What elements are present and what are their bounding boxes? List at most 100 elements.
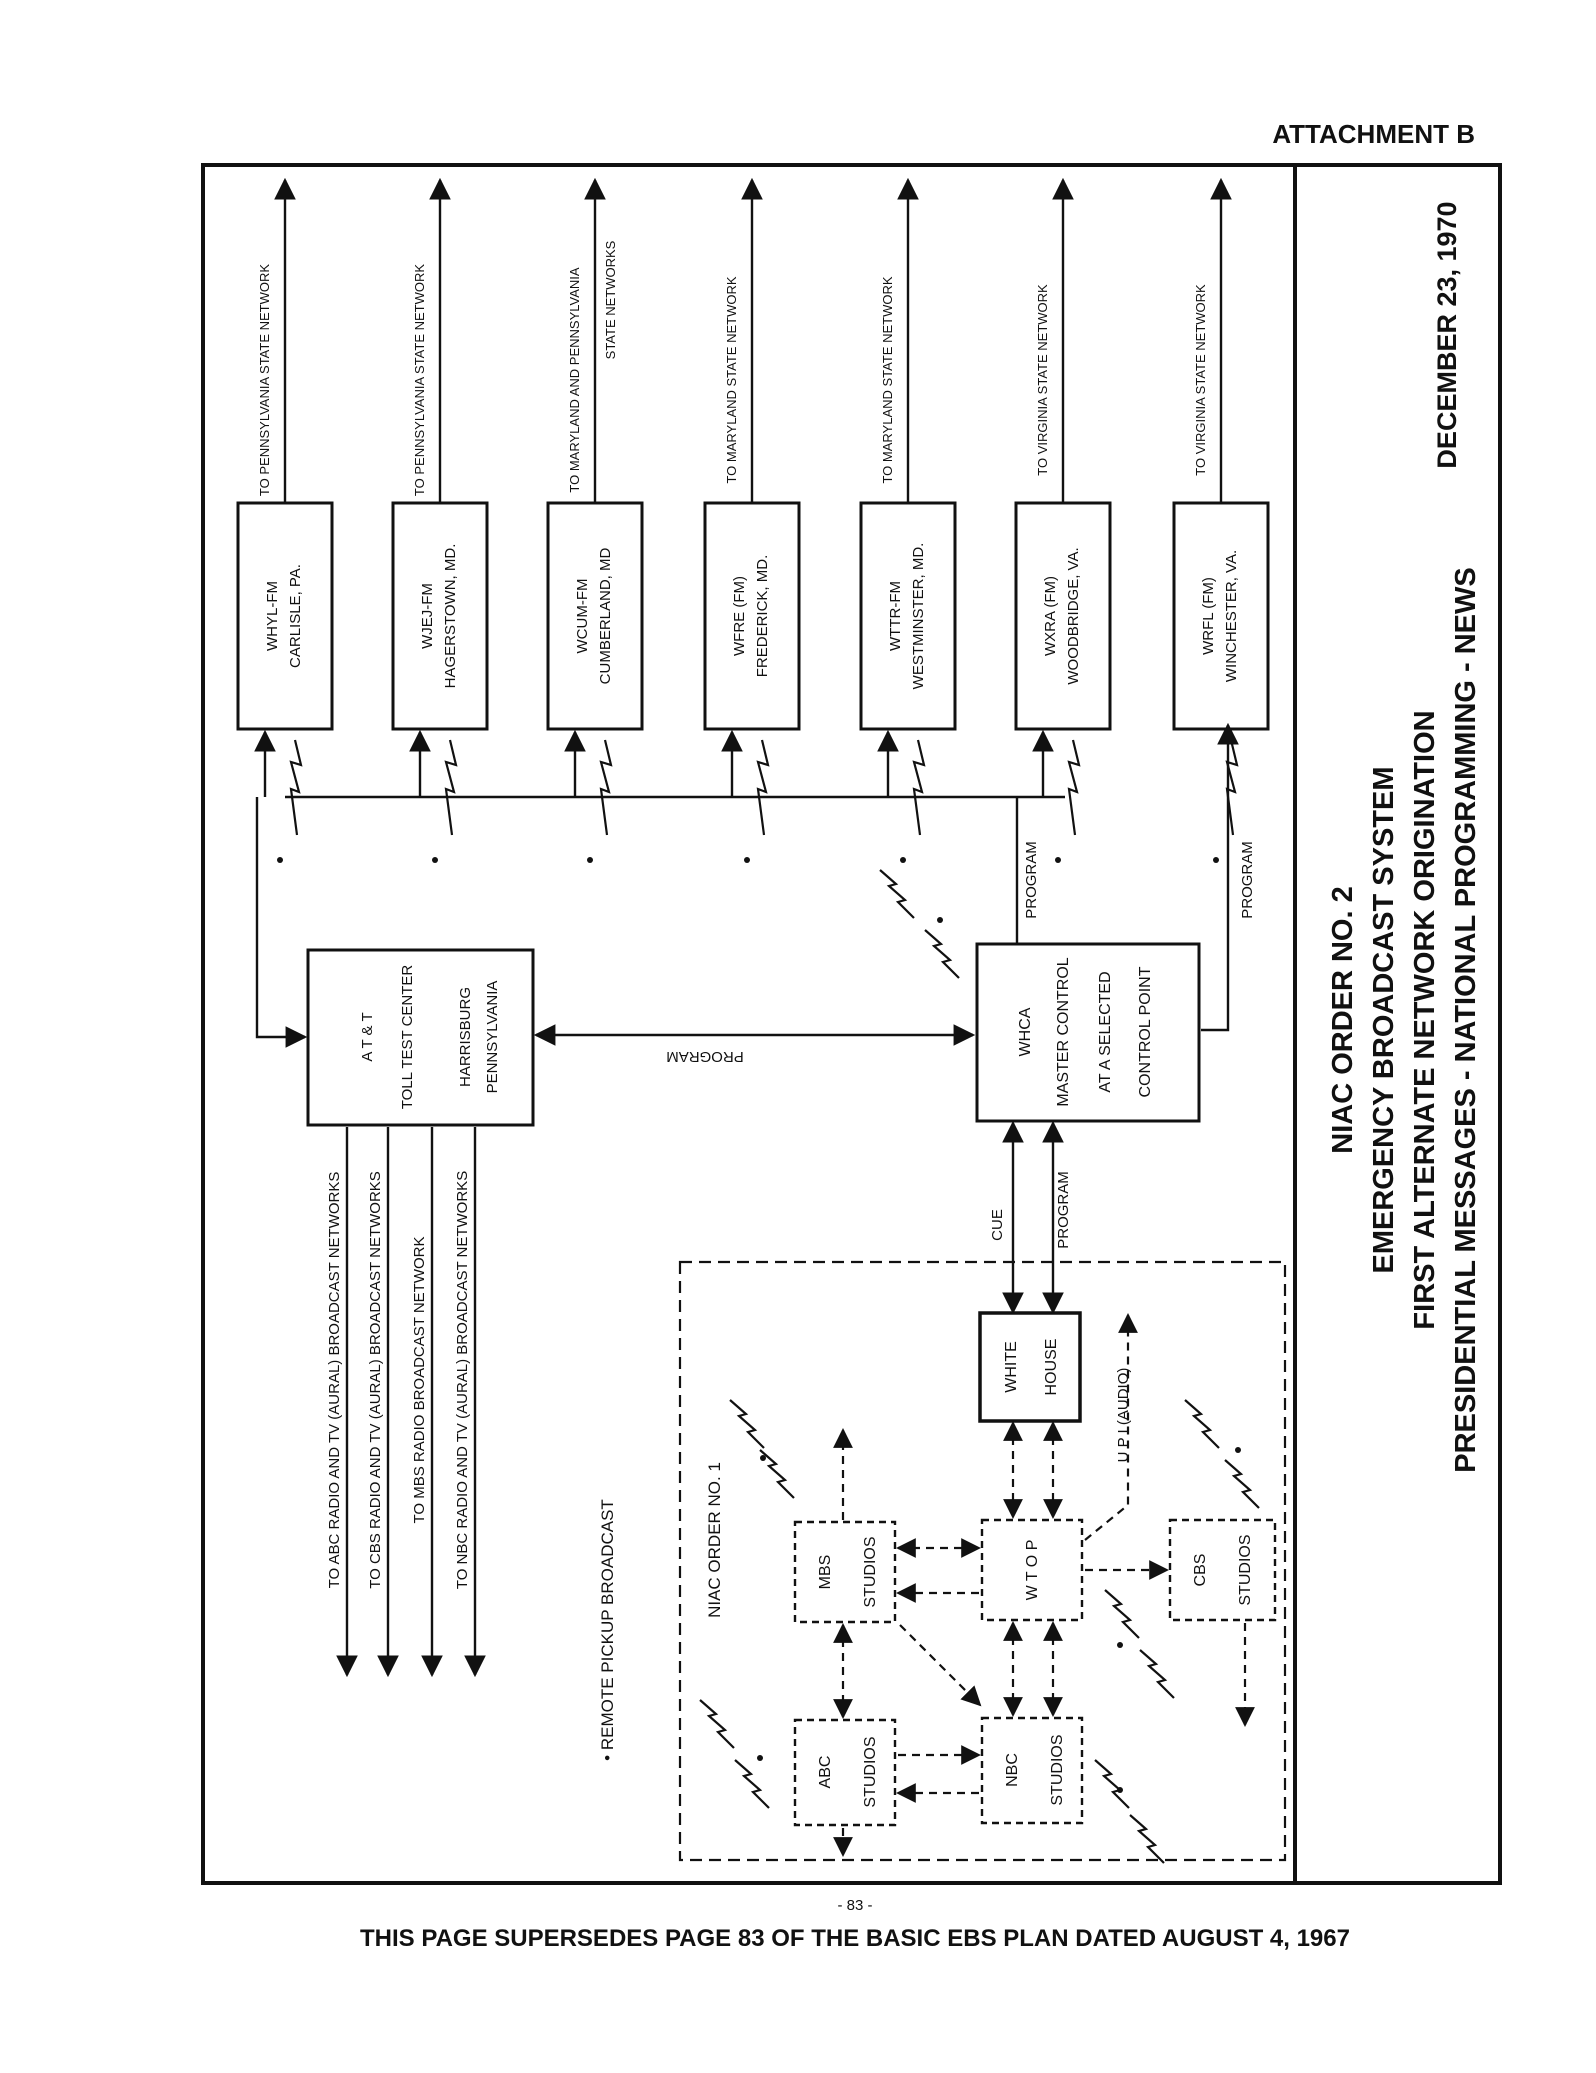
cue-label: CUE bbox=[989, 1209, 1006, 1241]
program-label-wrfl: PROGRAM bbox=[1239, 841, 1256, 919]
remote-pickup-bolt bbox=[444, 739, 458, 836]
white-house-line1: WHITE bbox=[1003, 1341, 1020, 1393]
station-network-label: TO PENNSYLVANIA STATE NETWORK bbox=[412, 264, 427, 496]
niac1-links bbox=[833, 1313, 1255, 1857]
outbound-network-2: TO CBS RADIO AND TV (AURAL) BROADCAST NE… bbox=[367, 1127, 399, 1678]
mbs-studios-box: MBS STUDIOS bbox=[793, 1520, 897, 1624]
station-box bbox=[1172, 501, 1270, 731]
outbound-network-3: TO MBS RADIO BROADCAST NETWORK bbox=[411, 1127, 443, 1678]
remote-pickup-bolt bbox=[289, 739, 303, 836]
remote-pickup-dot bbox=[744, 857, 750, 863]
whca-line3: AT A SELECTED bbox=[1097, 971, 1114, 1092]
station-location: WINCHESTER, VA. bbox=[1223, 550, 1240, 682]
remote-pickup-bolt bbox=[912, 739, 926, 836]
att-line4: PENNSYLVANIA bbox=[484, 981, 501, 1094]
remote-pickup-dot bbox=[587, 857, 593, 863]
title-block: NIAC ORDER NO. 2 EMERGENCY BROADCAST SYS… bbox=[1327, 201, 1482, 1472]
station-box bbox=[546, 501, 644, 731]
title-date: DECEMBER 23, 1970 bbox=[1432, 201, 1462, 468]
cbs-line1: CBS bbox=[1192, 1554, 1209, 1587]
station-location: HAGERSTOWN, MD. bbox=[442, 544, 459, 689]
abc-line1: ABC bbox=[817, 1756, 834, 1789]
remote-pickup-dot bbox=[900, 857, 906, 863]
station-location: WESTMINSTER, MD. bbox=[910, 543, 927, 690]
station-network-label: TO VIRGINIA STATE NETWORK bbox=[1035, 284, 1050, 476]
outbound-label: TO ABC RADIO AND TV (AURAL) BROADCAST NE… bbox=[326, 1172, 343, 1589]
cbs-radio-bolt-2 bbox=[1223, 1458, 1261, 1510]
mbs-line1: MBS bbox=[817, 1555, 834, 1590]
station-name: WRFL (FM) bbox=[1200, 577, 1217, 655]
whca-radio-bolt-2 bbox=[923, 928, 961, 980]
whca-master-control: WHCA MASTER CONTROL AT A SELECTED CONTRO… bbox=[975, 942, 1201, 1123]
station-name: WCUM-FM bbox=[574, 579, 591, 654]
cbs-radio-bolt bbox=[1183, 1398, 1221, 1450]
white-house-box: WHITE HOUSE bbox=[978, 1311, 1082, 1423]
title-line4: PRESIDENTIAL MESSAGES - NATIONAL PROGRAM… bbox=[1450, 567, 1482, 1473]
attachment-label: ATTACHMENT B bbox=[1272, 119, 1475, 149]
outbound-label: TO CBS RADIO AND TV (AURAL) BROADCAST NE… bbox=[367, 1171, 384, 1589]
whca-pickup-dot bbox=[937, 917, 943, 923]
wtop-box: W T O P bbox=[980, 1518, 1084, 1622]
station-7: WRFL (FM) WINCHESTER, VA. TO VIRGINIA STAT… bbox=[1172, 177, 1270, 863]
supersedes-note: THIS PAGE SUPERSEDES PAGE 83 OF THE BASI… bbox=[360, 1925, 1350, 1952]
station-location: FREDERICK, MD. bbox=[754, 555, 771, 678]
att-toll-test-center: A T & T TOLL TEST CENTER HARRISBURG PENN… bbox=[306, 948, 535, 1127]
remote-pickup-bolt bbox=[1067, 739, 1081, 836]
nbc-studios-box: NBC STUDIOS bbox=[980, 1716, 1084, 1825]
main-links bbox=[255, 722, 1239, 1315]
title-line2: EMERGENCY BROADCAST SYSTEM bbox=[1368, 766, 1400, 1273]
title-line1: NIAC ORDER NO. 2 bbox=[1327, 886, 1359, 1153]
mbs-line2: STUDIOS bbox=[862, 1536, 879, 1607]
outbound-networks: TO ABC RADIO AND TV (AURAL) BROADCAST NE… bbox=[326, 1127, 486, 1678]
niac-order-1-region: NIAC ORDER NO. 1 bbox=[678, 1260, 1287, 1862]
remote-pickup-dot bbox=[432, 857, 438, 863]
pickup-dot-mbs bbox=[760, 1455, 766, 1461]
pickup-dot-cbs bbox=[1235, 1447, 1241, 1453]
nbc-line1: NBC bbox=[1004, 1753, 1021, 1787]
nbc-radio-bolt-2 bbox=[1128, 1813, 1166, 1865]
station-box bbox=[703, 501, 801, 731]
program-label-att: PROGRAM bbox=[666, 1048, 744, 1065]
att-line1: A T & T bbox=[359, 1012, 376, 1061]
station-4: WFRE (FM)FREDERICK, MD.TO MARYLAND STATE… bbox=[703, 177, 801, 863]
station-box bbox=[859, 501, 957, 731]
remote-pickup-bolt bbox=[599, 739, 613, 836]
station-location: WOODBRIDGE, VA. bbox=[1065, 547, 1082, 684]
wtop-radio-bolt-2 bbox=[1138, 1648, 1176, 1700]
wtop-radio-bolt bbox=[1103, 1588, 1141, 1640]
station-network-label: TO MARYLAND STATE NETWORK bbox=[880, 276, 895, 483]
station-name: WHYL-FM bbox=[264, 581, 281, 651]
pickup-dot-nbc bbox=[1117, 1787, 1123, 1793]
remote-pickup-legend: • REMOTE PICKUP BROADCAST bbox=[598, 1499, 617, 1761]
station-box bbox=[1014, 501, 1112, 731]
niac1-label: NIAC ORDER NO. 1 bbox=[705, 1462, 724, 1618]
abc-studios-box: ABC STUDIOS bbox=[793, 1718, 897, 1827]
station-network-label: TO PENNSYLVANIA STATE NETWORK bbox=[257, 264, 272, 496]
remote-pickup-dot bbox=[1213, 857, 1219, 863]
station-network-label-2: STATE NETWORKS bbox=[603, 240, 618, 359]
outbound-label: TO MBS RADIO BROADCAST NETWORK bbox=[411, 1237, 428, 1524]
outbound-label: TO NBC RADIO AND TV (AURAL) BROADCAST NE… bbox=[454, 1171, 471, 1589]
program-label-wh: PROGRAM bbox=[1055, 1171, 1072, 1249]
mbs-radio-bolt bbox=[728, 1398, 766, 1450]
cbs-studios-box: CBS STUDIOS bbox=[1168, 1518, 1277, 1622]
att-line3: HARRISBURG bbox=[457, 987, 474, 1087]
att-line2: TOLL TEST CENTER bbox=[399, 965, 416, 1110]
abc-radio-bolt-2 bbox=[733, 1758, 771, 1810]
page-number: - 83 - bbox=[837, 1897, 872, 1914]
remote-pickup-dot bbox=[1055, 857, 1061, 863]
abc-line2: STUDIOS bbox=[862, 1736, 879, 1807]
station-network-label: TO MARYLAND STATE NETWORK bbox=[724, 276, 739, 483]
station-network-label: TO MARYLAND AND PENNSYLVANIA bbox=[567, 267, 582, 492]
pickup-dot-wtop bbox=[1117, 1642, 1123, 1648]
station-network-label: TO VIRGINIA STATE NETWORK bbox=[1193, 284, 1208, 476]
program-label-bus: PROGRAM bbox=[1023, 841, 1040, 919]
abc-radio-bolt bbox=[698, 1698, 736, 1750]
station-name: WXRA (FM) bbox=[1042, 576, 1059, 656]
outbound-network-4: TO NBC RADIO AND TV (AURAL) BROADCAST NE… bbox=[454, 1127, 486, 1678]
nbc-radio-bolt bbox=[1093, 1758, 1131, 1810]
